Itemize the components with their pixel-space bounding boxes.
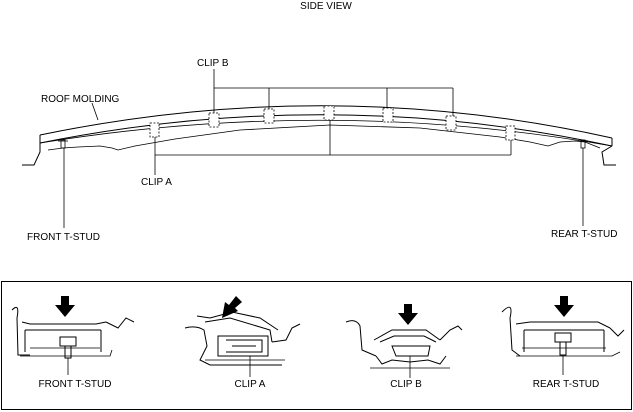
detail-rear-t-stud-label: REAR T-STUD — [533, 379, 600, 390]
detail-clip-b-label: CLIP B — [390, 379, 422, 390]
clip-a-3 — [505, 125, 516, 141]
roof-panel — [22, 119, 616, 166]
detail-front-t-stud-label: FRONT T-STUD — [39, 379, 112, 390]
leader-lines — [63, 69, 584, 228]
side-view-title: SIDE VIEW — [300, 1, 352, 12]
clip-b-1 — [208, 112, 220, 128]
press-arrow-icon — [55, 296, 75, 317]
rear-t-stud-label: REAR T-STUD — [551, 229, 618, 240]
clip-a-label: CLIP A — [141, 177, 172, 188]
clip-b-3 — [382, 107, 394, 123]
press-arrow-icon — [554, 296, 574, 317]
front-t-stud-label: FRONT T-STUD — [27, 232, 100, 243]
clip-a-1 — [149, 122, 160, 138]
press-arrow-icon — [222, 296, 242, 318]
clip-b-4 — [445, 115, 457, 131]
detail-rear-t-stud — [501, 296, 625, 375]
clip-b-label: CLIP B — [197, 58, 229, 69]
t-stud-icon — [554, 332, 572, 343]
clip-a-2 — [323, 105, 335, 121]
front-t-stud-side — [58, 139, 68, 149]
detail-front-t-stud — [11, 296, 135, 375]
t-stud-icon — [59, 336, 77, 347]
detail-panel-border — [1, 281, 632, 410]
press-arrow-icon — [398, 304, 418, 325]
detail-clip-a — [184, 296, 301, 377]
detail-clip-b — [345, 304, 463, 378]
side-view: SIDE VIEW — [22, 1, 618, 243]
detail-panel: FRONT T-STUD CLIP A CLIP B — [1, 281, 632, 410]
roof-molding-label: ROOF MOLDING — [41, 94, 120, 105]
detail-clip-a-label: CLIP A — [235, 379, 266, 390]
rear-t-stud-side — [578, 139, 588, 149]
clip-b-2 — [263, 108, 275, 124]
